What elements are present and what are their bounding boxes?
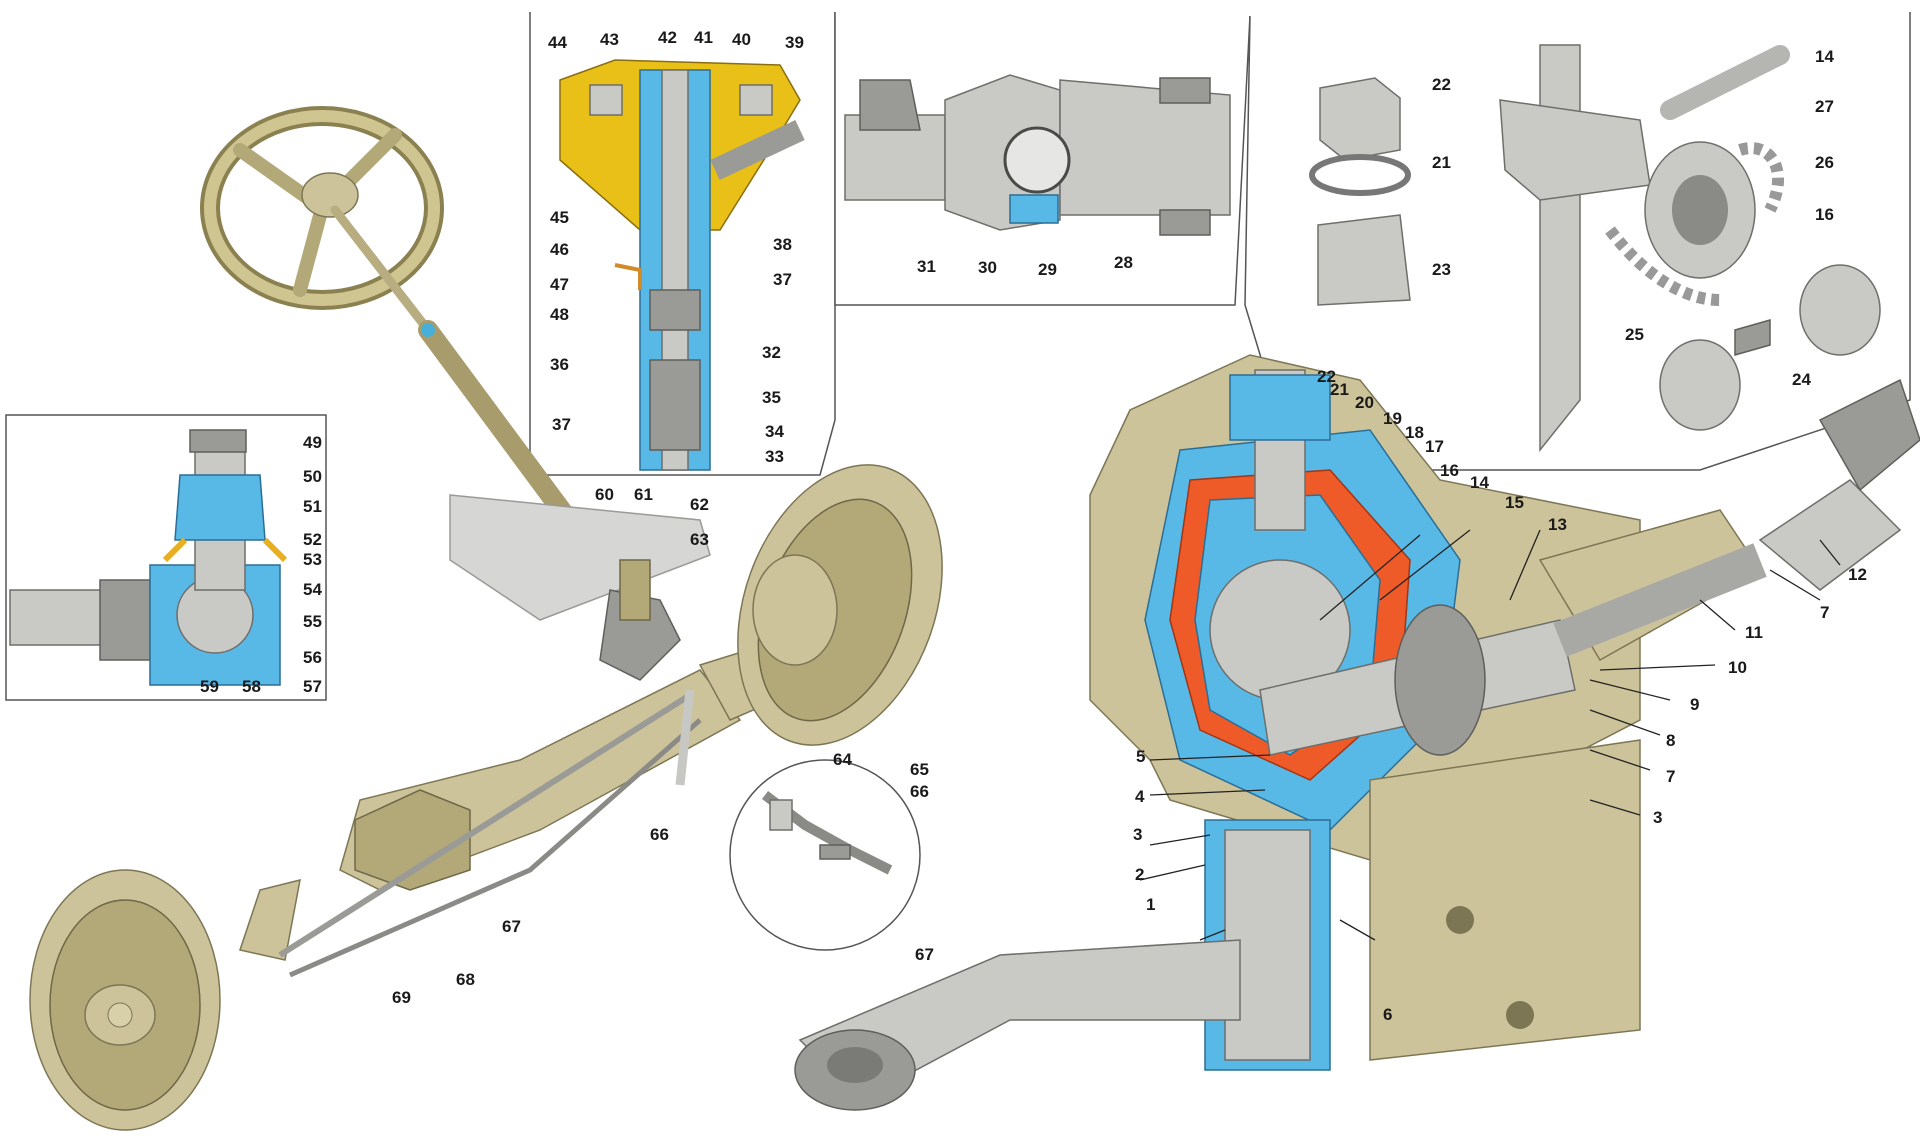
callout-36: 36 <box>550 355 569 374</box>
steering-gear-housing <box>1089 354 1920 1071</box>
callout-6: 6 <box>1383 1005 1392 1024</box>
callout-49: 48 <box>550 305 569 324</box>
callout-16: 16 <box>1440 461 1459 480</box>
callout-30: 30 <box>978 258 997 277</box>
callout-54: 53 <box>303 550 322 569</box>
callout-57: 56 <box>303 648 322 667</box>
callout-39: 38 <box>773 235 792 254</box>
callout-24: 24 <box>1792 370 1811 389</box>
callout-7: 7 <box>1820 603 1829 622</box>
callout-66: 65 <box>910 760 929 779</box>
callout-42: 41 <box>694 28 713 47</box>
universal-joint <box>844 74 1231 236</box>
callout-68: 67 <box>502 917 521 936</box>
callout-9: 9 <box>1690 695 1699 714</box>
callout-23: 23 <box>1432 260 1451 279</box>
callout-48: 47 <box>550 275 569 294</box>
callout-14: 14 <box>1470 473 1489 492</box>
callout-4: 4 <box>1135 787 1145 806</box>
frame-rail <box>449 494 711 621</box>
callout-32: 32 <box>762 343 781 362</box>
callout-3: 3 <box>1133 825 1142 844</box>
callout-60: 59 <box>200 677 219 696</box>
callout-58: 57 <box>303 677 322 696</box>
callout-67: 67 <box>915 945 934 964</box>
callout-10: 10 <box>1728 658 1747 677</box>
callout-14: 14 <box>1815 47 1834 66</box>
callout-70: 69 <box>392 988 411 1007</box>
callout-31: 31 <box>917 257 936 276</box>
pitman-arm <box>794 939 1241 1111</box>
right-wheel <box>737 464 943 746</box>
leader-lines <box>1139 529 1841 941</box>
callout-52: 51 <box>303 497 322 516</box>
callout-34: 34 <box>765 422 784 441</box>
callout-56: 55 <box>303 612 322 631</box>
callout-53: 52 <box>303 530 322 549</box>
callout-18: 18 <box>1405 423 1424 442</box>
callout-61: 60 <box>595 485 614 504</box>
callout-40: 39 <box>785 33 804 52</box>
callout-22: 22 <box>1317 367 1336 386</box>
tie-rod-detail <box>762 791 893 875</box>
callout-1: 1 <box>1146 895 1155 914</box>
callout-15: 15 <box>1505 493 1524 512</box>
callout-38: 37 <box>773 270 792 289</box>
exploded-parts <box>1309 44 1881 453</box>
callout-2: 2 <box>1135 865 1144 884</box>
callout-5: 5 <box>1136 747 1145 766</box>
callout-28: 28 <box>1114 253 1133 272</box>
callout-17: 17 <box>1425 437 1444 456</box>
callout-22: 22 <box>1432 75 1451 94</box>
callout-43: 42 <box>658 28 677 47</box>
callout-69: 68 <box>456 970 475 989</box>
callout-labels: 1 2 3 3 4 5 6 7 7 8 9 10 11 12 13 14 14 … <box>200 28 1867 1024</box>
callout-51: 50 <box>303 467 322 486</box>
callout-33: 33 <box>765 447 784 466</box>
left-wheel <box>29 869 221 1131</box>
callout-11: 11 <box>1745 623 1763 642</box>
callout-20: 20 <box>1355 393 1374 412</box>
callout-50: 49 <box>303 433 322 452</box>
callout-65: 64 <box>833 750 852 769</box>
callout-62: 61 <box>634 485 653 504</box>
callout-21: 21 <box>1432 153 1451 172</box>
callout-37: 37 <box>552 415 571 434</box>
callout-21: 21 <box>1330 380 1349 399</box>
steering-wheel <box>200 106 444 310</box>
callout-64: 63 <box>690 530 709 549</box>
callout-66: 66 <box>910 782 929 801</box>
callout-67: 66 <box>650 825 669 844</box>
column-cutaway <box>559 59 805 471</box>
callout-25: 25 <box>1625 325 1644 344</box>
callout-29: 29 <box>1038 260 1057 279</box>
callout-47: 46 <box>550 240 569 259</box>
callout-7: 7 <box>1666 767 1675 786</box>
callout-63: 62 <box>690 495 709 514</box>
callout-12: 12 <box>1848 565 1867 584</box>
callout-8: 8 <box>1666 731 1675 750</box>
callout-55: 54 <box>303 580 322 599</box>
callout-27: 27 <box>1815 97 1834 116</box>
callout-13: 13 <box>1548 515 1567 534</box>
callout-59: 58 <box>242 677 261 696</box>
callout-35: 35 <box>762 388 781 407</box>
ball-joint <box>9 429 288 686</box>
callout-3: 3 <box>1653 808 1662 827</box>
callout-26: 26 <box>1815 153 1834 172</box>
callout-46: 45 <box>550 208 569 227</box>
callout-44: 43 <box>600 30 619 49</box>
callout-16: 16 <box>1815 205 1834 224</box>
callout-19: 19 <box>1383 409 1402 428</box>
callout-41: 40 <box>732 30 751 49</box>
callout-45: 44 <box>548 33 567 52</box>
